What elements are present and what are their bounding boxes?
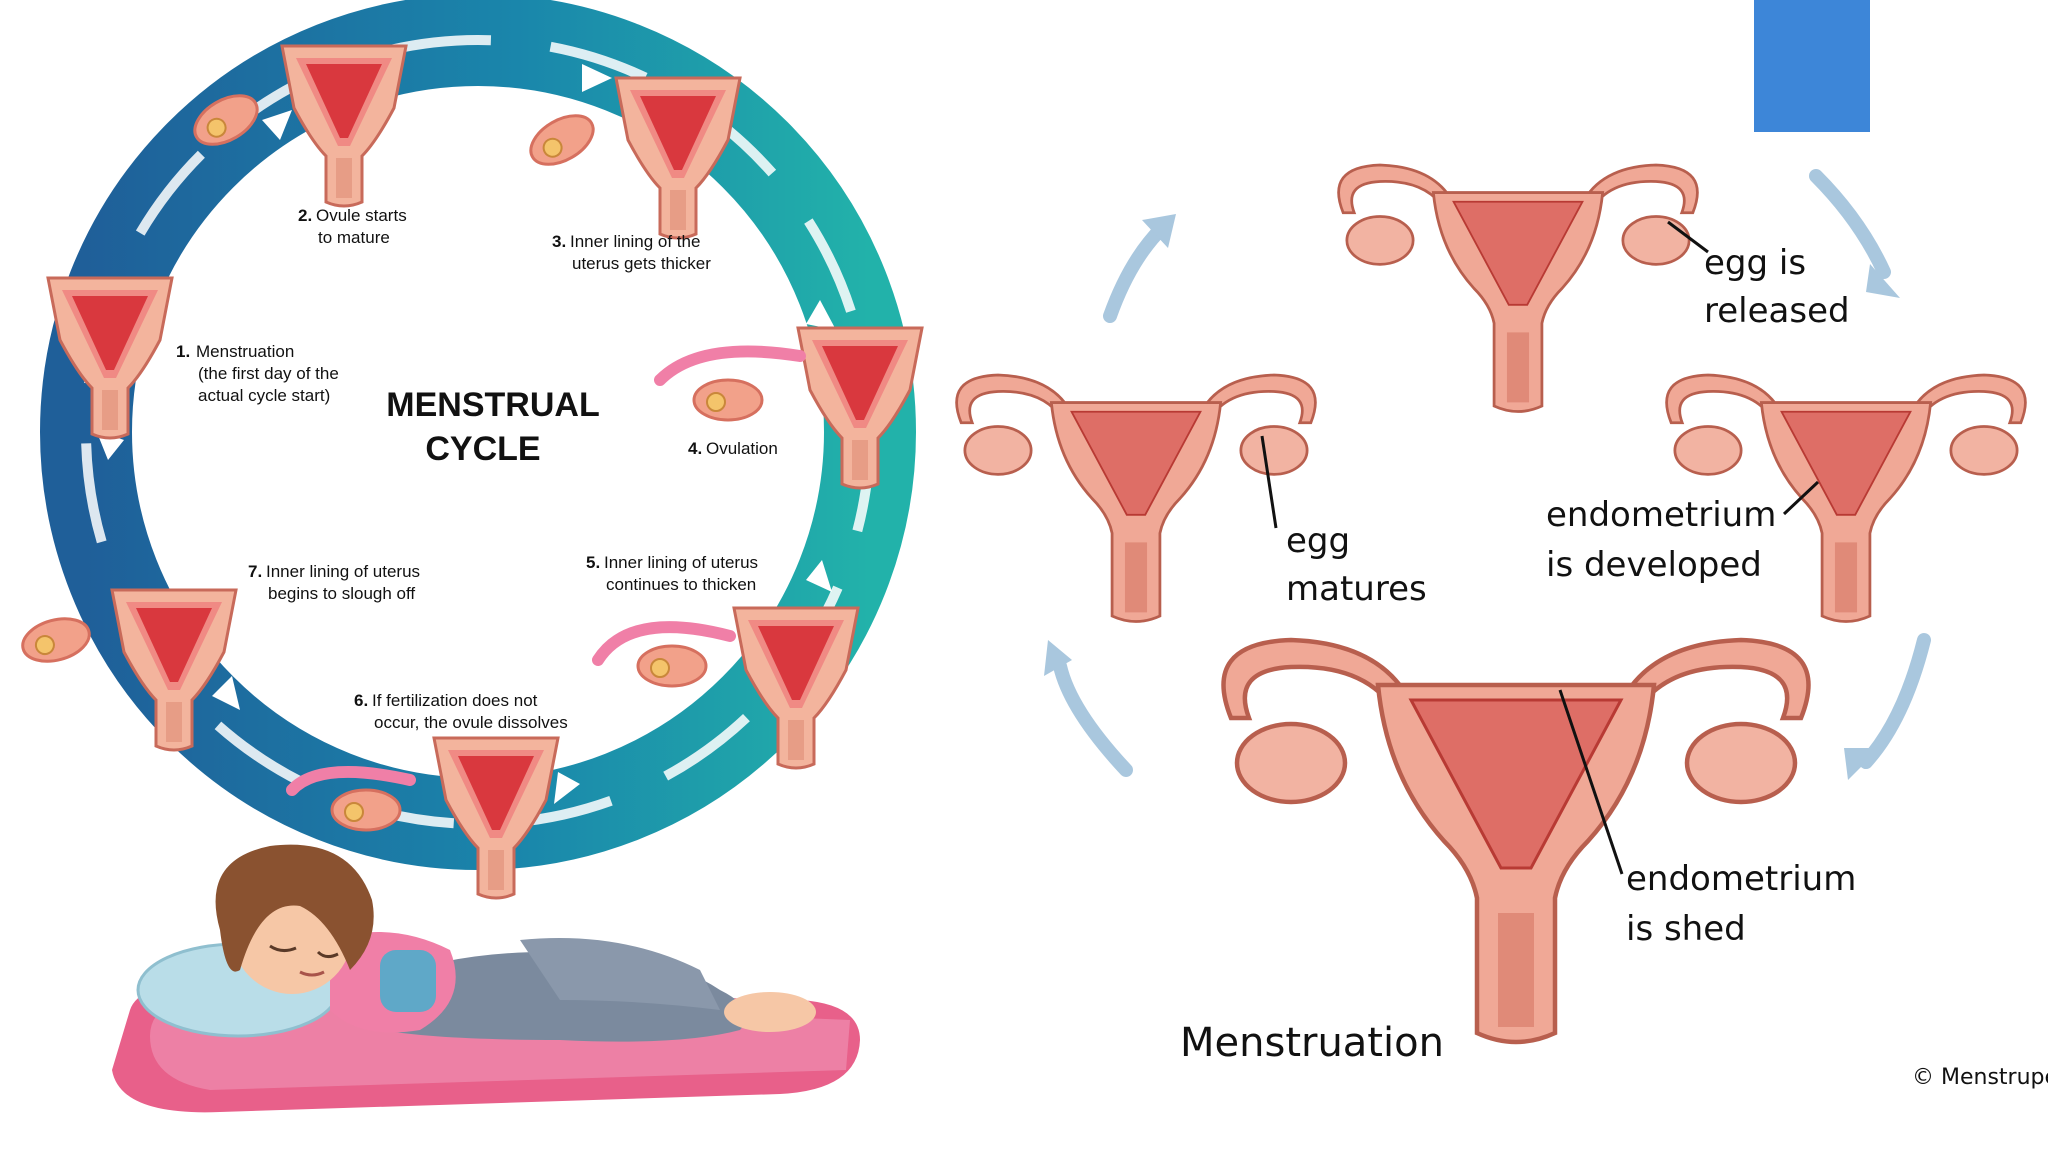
svg-text:7.: 7. (248, 562, 262, 581)
svg-text:Inner lining of uterus: Inner lining of uterus (604, 553, 758, 572)
svg-text:Ovulation: Ovulation (706, 439, 778, 458)
sleeping-woman-icon (112, 844, 860, 1113)
uterus-icon (955, 373, 1317, 623)
svg-text:to mature: to mature (318, 228, 390, 247)
arrowhead-icon (1044, 214, 1900, 780)
egg-released-label-1: egg is (1704, 243, 1806, 283)
endometrium-developed-label-2: is developed (1546, 545, 1762, 585)
ovary-icon (692, 378, 764, 422)
svg-text:5.: 5. (586, 553, 600, 572)
uterus-icon (1337, 163, 1699, 413)
egg-released-label-2: released (1704, 291, 1850, 331)
svg-text:3.: 3. (552, 232, 566, 251)
svg-text:begins to slough off: begins to slough off (268, 584, 415, 603)
svg-text:continues to thicken: continues to thicken (606, 575, 756, 594)
uterus-icon (1224, 640, 1809, 1042)
label-leader-line (1260, 220, 1820, 875)
ovary-icon (330, 788, 402, 832)
menstruation-title: Menstruation (1180, 1020, 1444, 1066)
cycle-title-line2: CYCLE (425, 430, 540, 468)
fallopian-tube-icon (654, 345, 806, 386)
svg-text:1.: 1. (176, 342, 190, 361)
endometrium-developed-label-1: endometrium (1546, 495, 1776, 535)
fallopian-tube-icon (286, 766, 416, 796)
svg-text:2.: 2. (298, 206, 312, 225)
svg-text:(the first day of the: (the first day of the (198, 364, 339, 383)
cycle-title-line1: MENSTRUAL (386, 386, 599, 424)
ovary-icon (521, 104, 603, 176)
svg-text:Ovule starts: Ovule starts (316, 206, 407, 225)
svg-text:Menstruation: Menstruation (196, 342, 294, 361)
svg-text:uterus gets thicker: uterus gets thicker (572, 254, 711, 273)
ovary-icon (636, 644, 708, 688)
svg-text:actual cycle start): actual cycle start) (198, 386, 330, 405)
svg-text:Inner lining of the: Inner lining of the (570, 232, 700, 251)
blue-corner-tab (1754, 0, 1870, 132)
svg-text:Inner lining of uterus: Inner lining of uterus (266, 562, 420, 581)
step-label-3: 3. Inner lining of the uterus gets thick… (552, 232, 711, 273)
endometrium-shed-label-1: endometrium (1626, 859, 1856, 899)
egg-matures-label-2: matures (1286, 569, 1427, 609)
step-label-7: 7. Inner lining of uterus begins to slou… (248, 562, 420, 603)
step-label-1: 1. Menstruation (the first day of the ac… (176, 342, 339, 405)
svg-text:4.: 4. (688, 439, 702, 458)
copyright-text: © Menstrupe (1912, 1065, 2048, 1090)
egg-matures-label-1: egg (1286, 521, 1350, 561)
step-label-6: 6. If fertilization does not occur, the … (354, 691, 568, 732)
svg-text:6.: 6. (354, 691, 368, 710)
svg-text:If fertilization does not: If fertilization does not (372, 691, 538, 710)
step-label-2: 2. Ovule starts to mature (298, 206, 407, 247)
hot-water-bottle-icon (380, 950, 436, 1012)
step-label-4: 4. Ovulation (688, 439, 778, 458)
endometrium-shed-label-2: is shed (1626, 909, 1746, 949)
step-label-5: 5. Inner lining of uterus continues to t… (586, 553, 758, 594)
svg-text:occur, the ovule dissolves: occur, the ovule dissolves (374, 713, 568, 732)
fallopian-tube-icon (592, 621, 736, 666)
